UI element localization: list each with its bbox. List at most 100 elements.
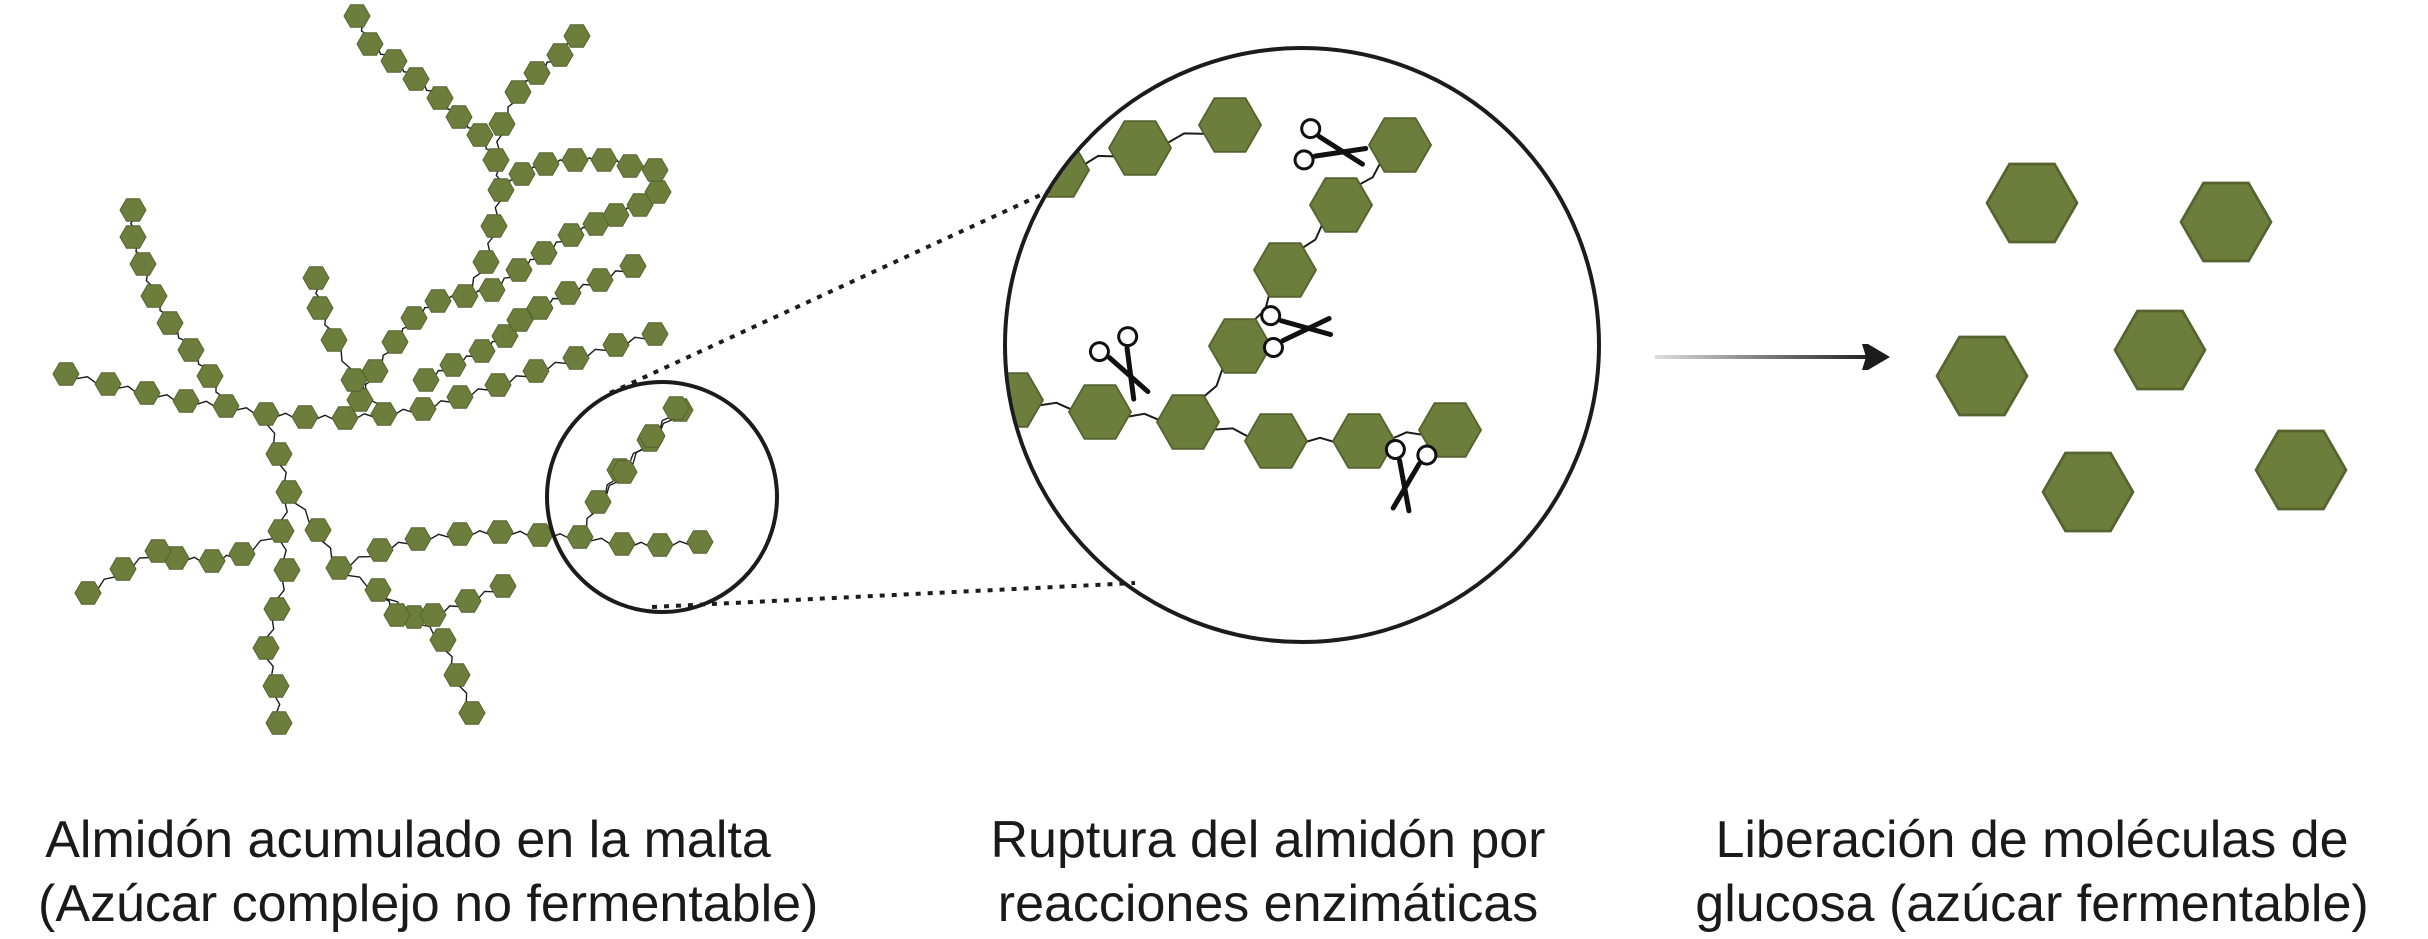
glucose-molecule-hexagon xyxy=(2041,451,2135,533)
starch-glucose-unit xyxy=(582,212,610,236)
starch-glucose-unit xyxy=(478,278,506,302)
starch-glucose-unit xyxy=(488,112,516,136)
starch-glucose-unit xyxy=(566,525,594,549)
starch-glucose-unit xyxy=(686,530,714,554)
zoomed-glucose-unit xyxy=(1107,120,1173,176)
arrow-right-icon xyxy=(1655,344,1890,370)
starch-glucose-unit xyxy=(52,362,80,386)
starch-glucose-unit xyxy=(508,162,536,186)
zoomed-glucose-unit xyxy=(1331,413,1397,469)
starch-glucose-unit xyxy=(109,557,137,581)
starch-glucose-unit xyxy=(119,225,147,249)
scissors-icon xyxy=(1384,438,1438,514)
starch-glucose-unit xyxy=(409,397,437,421)
starch-molecule xyxy=(52,4,714,735)
glucose-molecule-hexagon xyxy=(2179,181,2273,263)
glucose-molecule-hexagon xyxy=(2113,309,2207,391)
starch-glucose-unit xyxy=(212,394,240,418)
starch-glucose-unit xyxy=(302,266,330,290)
starch-glucose-unit xyxy=(263,597,291,621)
starch-glucose-unit xyxy=(504,80,532,104)
starch-glucose-unit xyxy=(557,223,585,247)
starch-glucose-unit xyxy=(381,330,409,354)
scissors-icon xyxy=(1293,118,1369,171)
starch-glucose-unit xyxy=(487,178,515,202)
starch-glucose-unit xyxy=(364,578,392,602)
starch-glucose-unit xyxy=(562,346,590,370)
starch-glucose-unit xyxy=(489,574,517,598)
starch-glucose-unit xyxy=(275,480,303,504)
starch-glucose-unit xyxy=(74,581,102,605)
release-caption: Liberación de moléculas de glucosa (azúc… xyxy=(1662,808,2402,936)
starch-glucose-unit xyxy=(196,364,224,388)
magnifier-large-circle xyxy=(1003,46,1601,644)
starch-glucose-unit xyxy=(252,402,280,426)
starch-glucose-unit xyxy=(133,381,161,405)
starch-glucose-unit xyxy=(480,214,508,238)
glucose-molecule-hexagon xyxy=(1935,335,2029,417)
starch-glucose-unit xyxy=(443,663,471,687)
starch-glucose-unit xyxy=(273,558,301,582)
starch-glucose-unit xyxy=(602,333,630,357)
zoom-guide-line-bottom xyxy=(651,581,1136,609)
starch-glucose-unit xyxy=(610,460,638,484)
starch-glucose-unit xyxy=(505,258,533,282)
starch-caption-line2: (Azúcar complejo no fermentable) xyxy=(38,875,819,933)
starch-glucose-unit xyxy=(644,180,672,204)
starch-caption: Almidón acumulado en la malta (Azúcar co… xyxy=(38,808,819,936)
starch-glucose-unit xyxy=(458,701,486,725)
free-glucose-molecules xyxy=(1935,162,2348,533)
magnifier-small-circle xyxy=(545,380,779,614)
starch-glucose-unit xyxy=(343,4,371,28)
starch-caption-line1: Almidón acumulado en la malta xyxy=(45,811,771,869)
zoomed-glucose-unit xyxy=(1025,142,1091,198)
starch-glucose-unit xyxy=(172,389,200,413)
starch-glucose-unit xyxy=(522,359,550,383)
zoomed-glucose-unit xyxy=(1367,117,1433,173)
starch-glucose-unit xyxy=(156,311,184,335)
starch-glucose-unit xyxy=(94,372,122,396)
starch-glucose-unit xyxy=(402,67,430,91)
starch-glucose-unit xyxy=(446,522,474,546)
zoomed-glucose-unit xyxy=(1243,413,1309,469)
starch-glucose-unit xyxy=(140,284,168,308)
starch-glucose-unit xyxy=(306,296,334,320)
starch-glucose-unit xyxy=(267,519,295,543)
starch-glucose-unit xyxy=(366,538,394,562)
starch-glucose-unit xyxy=(563,24,591,48)
scissors-icon xyxy=(1260,305,1334,359)
starch-glucose-unit xyxy=(429,628,457,652)
starch-glucose-unit xyxy=(584,490,612,514)
zoom-guide-line-top xyxy=(609,185,1059,395)
starch-glucose-unit xyxy=(356,32,384,56)
starch-glucose-unit xyxy=(404,527,432,551)
zoomed-glucose-unit xyxy=(1252,242,1318,298)
starch-glucose-unit xyxy=(602,203,630,227)
starch-glucose-unit xyxy=(383,603,411,627)
starch-glucose-unit xyxy=(446,385,474,409)
starch-glucose-unit xyxy=(320,328,348,352)
starch-glucose-unit xyxy=(554,281,582,305)
starch-glucose-unit xyxy=(325,556,353,580)
starch-glucose-unit xyxy=(129,252,157,276)
rupture-caption-line2: reacciones enzimáticas xyxy=(997,875,1539,933)
starch-glucose-unit xyxy=(586,268,614,292)
starch-glucose-unit xyxy=(523,61,551,85)
starch-glucose-unit xyxy=(638,424,666,448)
starch-glucose-unit xyxy=(546,43,574,67)
starch-glucose-unit xyxy=(177,338,205,362)
starch-glucose-unit xyxy=(482,148,510,172)
starch-glucose-unit xyxy=(506,308,534,332)
release-caption-line1: Liberación de moléculas de xyxy=(1715,811,2349,869)
starch-glucose-unit xyxy=(119,198,147,222)
starch-glucose-unit xyxy=(454,589,482,613)
starch-glucose-unit xyxy=(468,339,496,363)
rupture-caption: Ruptura del almidón por reacciones enzim… xyxy=(898,808,1638,936)
starch-glucose-unit xyxy=(291,405,319,429)
starch-glucose-unit xyxy=(466,123,494,147)
starch-glucose-unit xyxy=(445,105,473,129)
starch-glucose-unit xyxy=(530,241,558,265)
starch-glucose-unit xyxy=(228,542,256,566)
starch-glucose-unit xyxy=(486,520,514,544)
enzyme-cuts xyxy=(1088,118,1438,514)
